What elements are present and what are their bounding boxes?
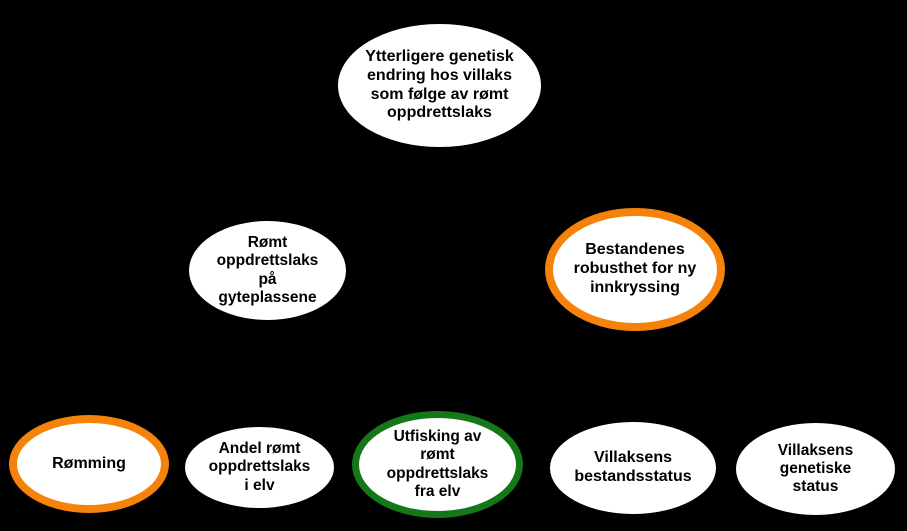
node-villaksens-genetiske-status: Villaksens genetiske status — [734, 421, 897, 517]
node-label: Utfisking av rømt oppdrettslaks fra elv — [386, 427, 489, 500]
node-romt-oppdrettslaks-pa-gyteplassene: Rømt oppdrettslaks på gyteplassene — [187, 219, 348, 322]
node-villaksens-bestandsstatus: Villaksens bestandsstatus — [548, 420, 718, 516]
node-label: Bestandenes robusthet for ny innkryssing — [573, 241, 697, 296]
node-ytterligere-genetisk-endring: Ytterligere genetisk endring hos villaks… — [336, 22, 543, 149]
node-romming: Rømming — [9, 415, 169, 513]
node-label: Villaksens bestandsstatus — [574, 449, 692, 485]
node-bestandenes-robusthet: Bestandenes robusthet for ny innkryssing — [545, 208, 725, 331]
node-utfisking-av-romt-oppdrettslaks: Utfisking av rømt oppdrettslaks fra elv — [352, 411, 523, 518]
node-label: Villaksens genetiske status — [777, 441, 854, 496]
node-label: Andel rømt oppdrettslaks i elv — [208, 440, 311, 494]
node-label: Ytterligere genetisk endring hos villaks… — [365, 47, 514, 122]
node-label: Rømming — [52, 454, 126, 472]
node-label: Rømt oppdrettslaks på gyteplassene — [216, 233, 319, 306]
node-andel-romt-oppdrettslaks-i-elv: Andel rømt oppdrettslaks i elv — [183, 425, 336, 510]
